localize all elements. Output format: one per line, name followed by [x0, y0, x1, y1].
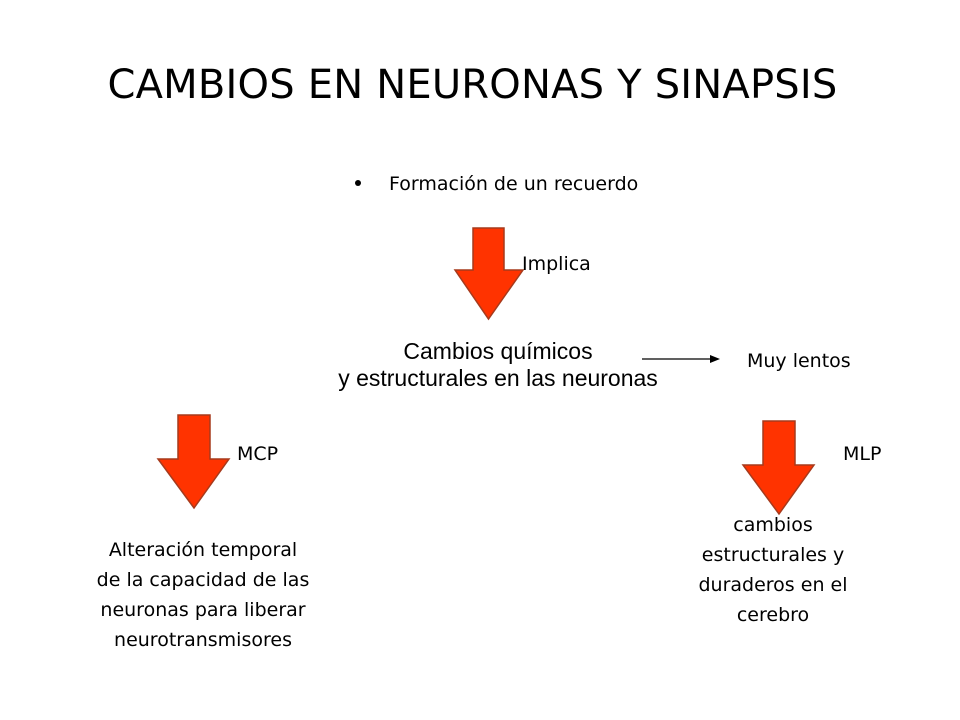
mcp-line: de la capacidad de las	[96, 569, 310, 591]
down-arrow-icon	[453, 227, 525, 321]
mlp-description: cambios estructurales y duraderos en el …	[678, 510, 868, 630]
slide-title: CAMBIOS EN NEURONAS Y SINAPSIS	[107, 62, 838, 108]
mlp-line: cambios	[733, 514, 813, 536]
down-arrow-icon	[156, 414, 231, 510]
mcp-line: Alteración temporal	[108, 539, 298, 561]
mlp-line: estructurales y	[701, 544, 845, 566]
mlp-line: cerebro	[736, 604, 810, 626]
central-line-1: Cambios químicos	[403, 338, 593, 364]
central-concept: Cambios químicos y estructurales en las …	[318, 338, 678, 392]
mcp-description: Alteración temporal de la capacidad de l…	[78, 535, 328, 655]
mlp-line: duraderos en el	[698, 574, 848, 596]
muy-lentos-label: Muy lentos	[747, 350, 851, 372]
mcp-line: neurotransmisores	[114, 629, 292, 651]
mlp-label: MLP	[843, 443, 882, 465]
down-arrow-icon	[741, 420, 816, 516]
bullet-dot-icon	[355, 179, 361, 186]
right-arrow-icon	[642, 355, 720, 363]
implica-label: Implica	[522, 253, 591, 275]
mcp-label: MCP	[237, 443, 279, 465]
mcp-line: neuronas para liberar	[100, 599, 306, 621]
bullet-item: Formación de un recuerdo	[355, 173, 638, 195]
central-line-2: y estructurales en las neuronas	[338, 365, 658, 391]
bullet-text: Formación de un recuerdo	[389, 173, 639, 195]
